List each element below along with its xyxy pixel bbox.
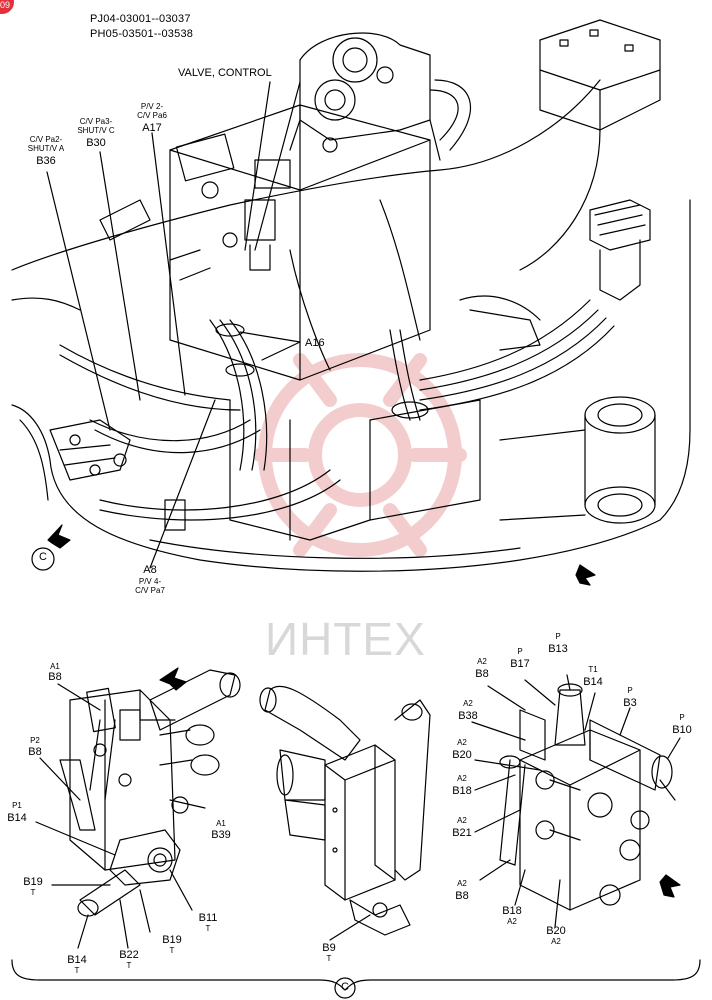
footer-brace bbox=[11, 959, 701, 999]
bottom-b22-code: B22 bbox=[119, 949, 139, 961]
bottom-b14-tag: T bbox=[74, 966, 80, 975]
right-b20-bottom-code: B20 bbox=[546, 925, 566, 937]
right-b18-code: B18 bbox=[452, 785, 472, 797]
right-b21-tag: A2 bbox=[457, 816, 467, 825]
b36-desc-1: C/V Pa2- bbox=[29, 135, 63, 144]
detail-view-left bbox=[35, 667, 241, 949]
a16-label: A16 bbox=[305, 337, 325, 349]
right-b8-top-code: B8 bbox=[475, 668, 489, 680]
a17-desc-2: C/V Pa6 bbox=[137, 111, 167, 120]
b30-desc-1: C/V Pa3- bbox=[79, 117, 113, 126]
b36-desc-2: SHUT/V A bbox=[27, 144, 65, 153]
b30-desc-2: SHUT/V C bbox=[77, 126, 115, 135]
middle-b9-code: B9 bbox=[322, 942, 336, 954]
right-b17-code: B17 bbox=[510, 658, 530, 670]
right-b18-bottom-code: B18 bbox=[502, 905, 522, 917]
right-b18-bottom-tag: A2 bbox=[507, 917, 517, 926]
watermark-logo bbox=[253, 353, 467, 557]
valve-control-label: VALVE, CONTROL bbox=[178, 67, 272, 79]
detail-view-middle bbox=[259, 685, 431, 941]
a17-desc-1: P/V 2- bbox=[140, 102, 164, 111]
watermark-text: ИНТЕХ bbox=[265, 613, 426, 665]
right-b10-code: B10 bbox=[672, 724, 692, 736]
bottom-b14-code: B14 bbox=[67, 954, 87, 966]
left-b8-a1-tag: A1 bbox=[50, 662, 60, 671]
right-b8-bottom-tag: A2 bbox=[457, 879, 467, 888]
right-b13-tag: P bbox=[555, 632, 561, 641]
left-b39-code: B39 bbox=[211, 829, 231, 841]
right-b8-top-tag: A2 bbox=[477, 657, 487, 666]
a8-code: A8 bbox=[143, 564, 157, 576]
right-b38-code: B38 bbox=[458, 710, 478, 722]
left-b19-code: B19 bbox=[23, 876, 43, 888]
right-b18-tag: A2 bbox=[457, 774, 467, 783]
bottom-b19-code: B19 bbox=[162, 934, 182, 946]
bottom-b19-tag: T bbox=[169, 946, 175, 955]
c-marker-footer: C bbox=[341, 981, 349, 993]
left-b11-tag: T bbox=[205, 924, 211, 933]
c-marker-main: C bbox=[39, 551, 47, 563]
right-b14-code: B14 bbox=[583, 676, 603, 688]
left-b14-p1-tag: P1 bbox=[12, 801, 22, 810]
right-b21-code: B21 bbox=[452, 827, 472, 839]
right-b17-tag: P bbox=[517, 647, 523, 656]
right-b20-bottom-tag: A2 bbox=[551, 937, 561, 946]
serial-range-1: PJ04-03001--03037 bbox=[90, 13, 191, 25]
serial-range-2: PH05-03501--03538 bbox=[90, 28, 194, 40]
left-b8-p2-tag: P2 bbox=[30, 736, 40, 745]
right-b10-tag: P bbox=[679, 713, 685, 722]
left-b8-p2-code: B8 bbox=[28, 746, 42, 758]
right-b38-tag: A2 bbox=[463, 699, 473, 708]
detail-view-right bbox=[471, 674, 681, 928]
left-b11-code: B11 bbox=[198, 912, 218, 924]
left-b8-a1-code: B8 bbox=[48, 671, 62, 683]
bottom-b22-tag: T bbox=[126, 961, 132, 970]
right-b13-code: B13 bbox=[548, 643, 568, 655]
c-marker-circle bbox=[31, 547, 55, 571]
a17-code: A17 bbox=[142, 122, 162, 134]
main-machine-view bbox=[11, 19, 691, 586]
left-b19-tag: T bbox=[30, 888, 36, 897]
right-b20-tag: A2 bbox=[457, 738, 467, 747]
right-b8-bottom-code: B8 bbox=[455, 890, 469, 902]
right-b20-code: B20 bbox=[452, 749, 472, 761]
b30-code: B30 bbox=[86, 137, 106, 149]
right-b3-tag: P bbox=[627, 686, 633, 695]
right-b3-code: B3 bbox=[623, 697, 637, 709]
b36-code: B36 bbox=[36, 155, 56, 167]
a8-desc-2: C/V Pa7 bbox=[135, 586, 165, 595]
middle-b9-tag: T bbox=[326, 954, 332, 963]
right-b14-tag: T1 bbox=[588, 665, 598, 674]
left-b14-p1-code: B14 bbox=[7, 812, 27, 824]
a8-desc-1: P/V 4- bbox=[138, 577, 162, 586]
left-b39-tag: A1 bbox=[216, 819, 226, 828]
